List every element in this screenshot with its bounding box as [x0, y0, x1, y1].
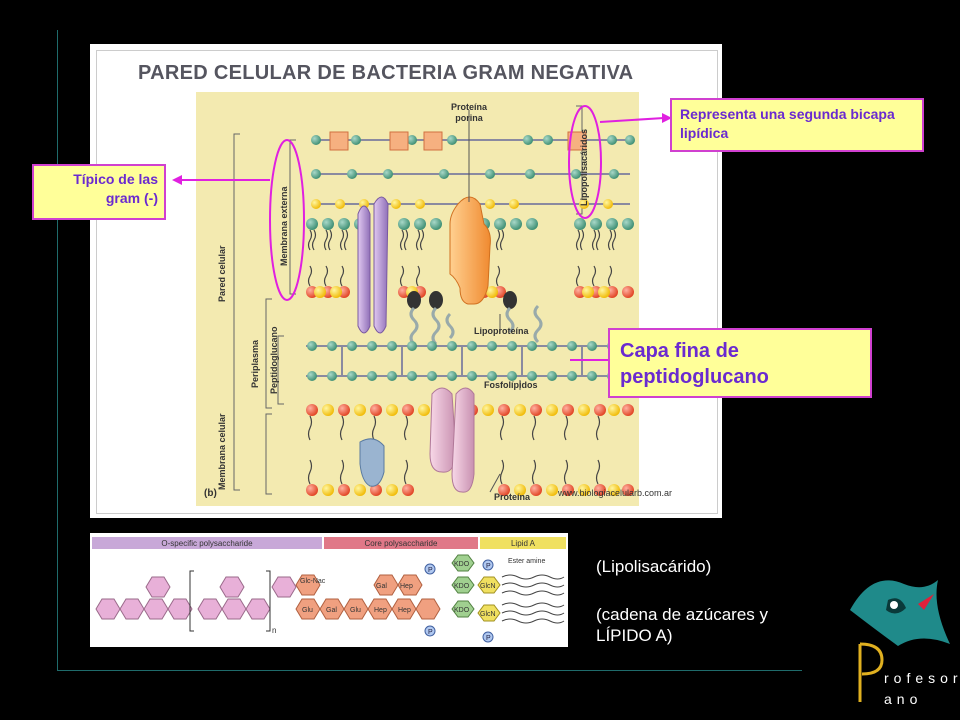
membrane-diagram [233, 105, 635, 496]
website-label: www.biologiacelularb.com.ar [558, 488, 673, 498]
lps-sugar-hep-1: Hep [400, 583, 413, 590]
logo-mark [850, 580, 950, 702]
porin-label: Proteína porina [450, 102, 487, 123]
lps-phosphate-2: P [428, 629, 433, 636]
callout-peptidoglycan: Capa fina de peptidoglucano [608, 328, 872, 398]
lps-repeat-n: n [272, 626, 276, 635]
phospholipids-label: Fosfolípidos [484, 380, 538, 390]
lps-sugar-glu-1: Glu [302, 607, 313, 614]
gram-negative-wall-figure: PARED CELULAR DE BACTERIA GRAM NEGATIVA [90, 44, 722, 518]
chain-caption: (cadena de azúcares y LÍPIDO A) [596, 605, 768, 645]
callout-second-bilayer: Representa una segunda bicapa lipídica [670, 98, 924, 152]
lps-sugar-hep-3: Hep [398, 607, 411, 614]
lps-caption: (Lipolisacárido) [596, 557, 712, 576]
panel-label: (b) [204, 488, 217, 499]
lps-header-lipid: Lipid A [511, 539, 536, 548]
protein-label: Proteína [494, 492, 531, 502]
frame-line-horizontal [57, 670, 802, 671]
lps-sugar-gal-1: Gal [376, 583, 387, 590]
lps-sugar-kdo-3: KDO [454, 607, 470, 614]
lps-sugar-kdo-2: KDO [454, 583, 470, 590]
peptidoglycan-label: Peptidoglucano [269, 326, 279, 395]
outer-membrane-label: Membrana externa [279, 186, 289, 266]
lps-phosphate-1: P [428, 567, 433, 574]
periplasm-label: Periplasma [250, 339, 260, 388]
figure-title: PARED CELULAR DE BACTERIA GRAM NEGATIVA [138, 62, 634, 84]
figure-border [96, 50, 718, 514]
cell-membrane-label: Membrana celular [217, 413, 227, 490]
logo-line1: rofesor [884, 670, 960, 686]
lps-phosphate-4: P [486, 635, 491, 642]
lps-header-o: O-specific polysaccharide [161, 539, 253, 548]
profesor-logo: rofesor ano [836, 570, 958, 710]
lps-sugar-gal-2: Gal [326, 607, 337, 614]
lps-sugar-glu-2: Glu [350, 607, 361, 614]
lipoprotein-label: Lipoproteína [474, 326, 529, 336]
lps-label: Lipopolisacáridos [579, 128, 589, 206]
lps-sugar-glcn-1: GlcN [480, 583, 496, 590]
frame-line-vertical [57, 30, 58, 670]
lps-phosphate-3: P [486, 563, 491, 570]
callout-gram-negative: Típico de las gram (-) [32, 164, 166, 220]
cell-wall-label: Pared celular [217, 245, 227, 302]
lps-sugar-glcn-2: GlcN [480, 611, 496, 618]
lps-ester-label: Ester amine [508, 558, 545, 565]
lps-sugar-hep-2: Hep [374, 607, 387, 614]
lps-header-core: Core polysaccharide [365, 539, 438, 548]
logo-line2: ano [884, 691, 923, 707]
lps-structure-figure: O-specific polysaccharide Core polysacch… [90, 533, 568, 647]
lps-sugar-glcnac: Glc-Nac [300, 578, 326, 585]
lps-structure-diagram: O-specific polysaccharide Core polysacch… [92, 537, 566, 643]
lps-sugar-kdo-1: KDO [454, 561, 470, 568]
